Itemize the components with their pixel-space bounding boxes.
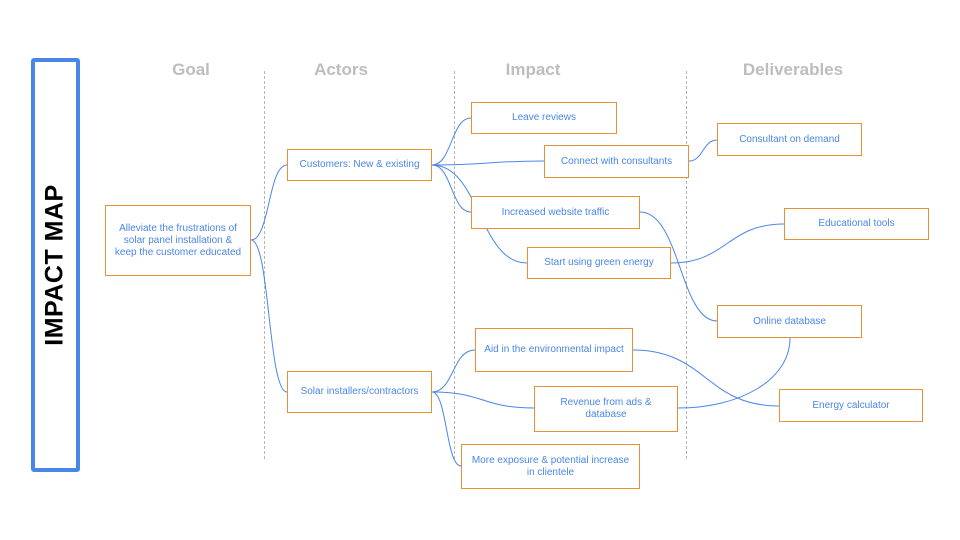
link-green-tools: [670, 223, 785, 264]
impact-website-traffic-node: Increased website traffic: [471, 196, 640, 229]
header-impact: Impact: [505, 60, 561, 79]
link-customers-reviews: [431, 117, 472, 166]
header-deliverables: Deliverables: [742, 60, 844, 79]
header-actors: Actors: [314, 60, 368, 79]
impact-exposure-node: More exposure & potential increase in cl…: [461, 444, 640, 489]
link-installers-environment: [431, 349, 476, 393]
deliverable-consultant-node: Consultant on demand: [717, 123, 862, 156]
divider-actors-impact: [454, 71, 455, 459]
link-revenue-database: [677, 337, 791, 409]
impact-revenue-node: Revenue from ads & database: [534, 386, 678, 432]
link-environment-calculator: [632, 349, 780, 407]
header-goal: Goal: [172, 60, 210, 79]
divider-impact-deliverables: [686, 71, 687, 459]
actor-installers-node: Solar installers/contractors: [287, 371, 432, 413]
impact-leave-reviews-node: Leave reviews: [471, 102, 617, 134]
impact-environmental-node: Aid in the environmental impact: [475, 328, 633, 372]
impact-green-energy-node: Start using green energy: [527, 247, 671, 279]
link-goal-customers: [250, 164, 288, 241]
deliverable-energy-calculator-node: Energy calculator: [779, 389, 923, 422]
actor-customers-node: Customers: New & existing: [287, 149, 432, 181]
deliverable-educational-tools-node: Educational tools: [784, 208, 929, 240]
title-frame: [31, 58, 80, 472]
link-installers-revenue: [431, 391, 535, 409]
link-connect-consultant: [688, 139, 718, 162]
divider-goal-actors: [264, 71, 265, 459]
impact-connect-consultants-node: Connect with consultants: [544, 145, 689, 178]
deliverable-online-database-node: Online database: [717, 305, 862, 338]
link-traffic-database: [639, 211, 718, 322]
link-goal-installers: [250, 239, 288, 393]
link-installers-exposure: [431, 391, 462, 467]
link-customers-traffic: [431, 164, 472, 213]
link-customers-connect: [431, 160, 545, 166]
goal-node: Alleviate the frustrations of solar pane…: [105, 205, 251, 276]
